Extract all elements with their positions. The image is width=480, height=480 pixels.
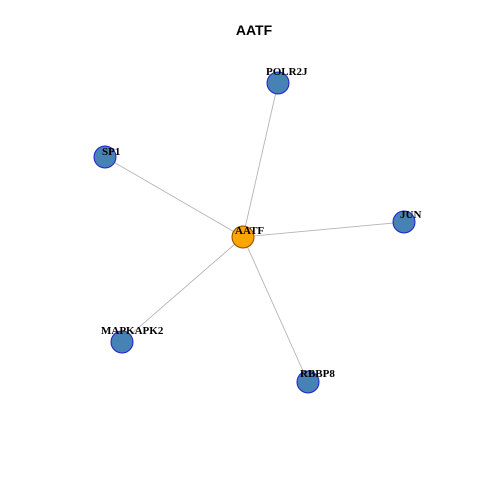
node-label-rbbp8: RBBP8	[300, 368, 335, 380]
node-label-jun: JUN	[400, 209, 421, 221]
node-label-aatf: AATF	[235, 225, 264, 237]
node-label-sp1: SP1	[102, 146, 120, 158]
node-mapkapk2	[110, 330, 134, 354]
node-sp1	[93, 145, 117, 169]
node-polr2j	[266, 71, 290, 95]
edge-aatf-jun	[242, 221, 405, 238]
edge-aatf-polr2j	[242, 82, 279, 238]
node-label-mapkapk2: MAPKAPK2	[101, 325, 164, 337]
node-jun	[392, 210, 416, 234]
graph-title: AATF	[236, 22, 273, 38]
edge-aatf-sp1	[104, 156, 244, 238]
edge-aatf-mapkapk2	[121, 236, 244, 343]
edge-layer	[104, 82, 405, 383]
node-layer	[93, 71, 416, 394]
edge-aatf-rbbp8	[242, 236, 309, 383]
node-rbbp8	[296, 370, 320, 394]
node-aatf	[231, 225, 255, 249]
node-label-polr2j: POLR2J	[266, 66, 308, 78]
